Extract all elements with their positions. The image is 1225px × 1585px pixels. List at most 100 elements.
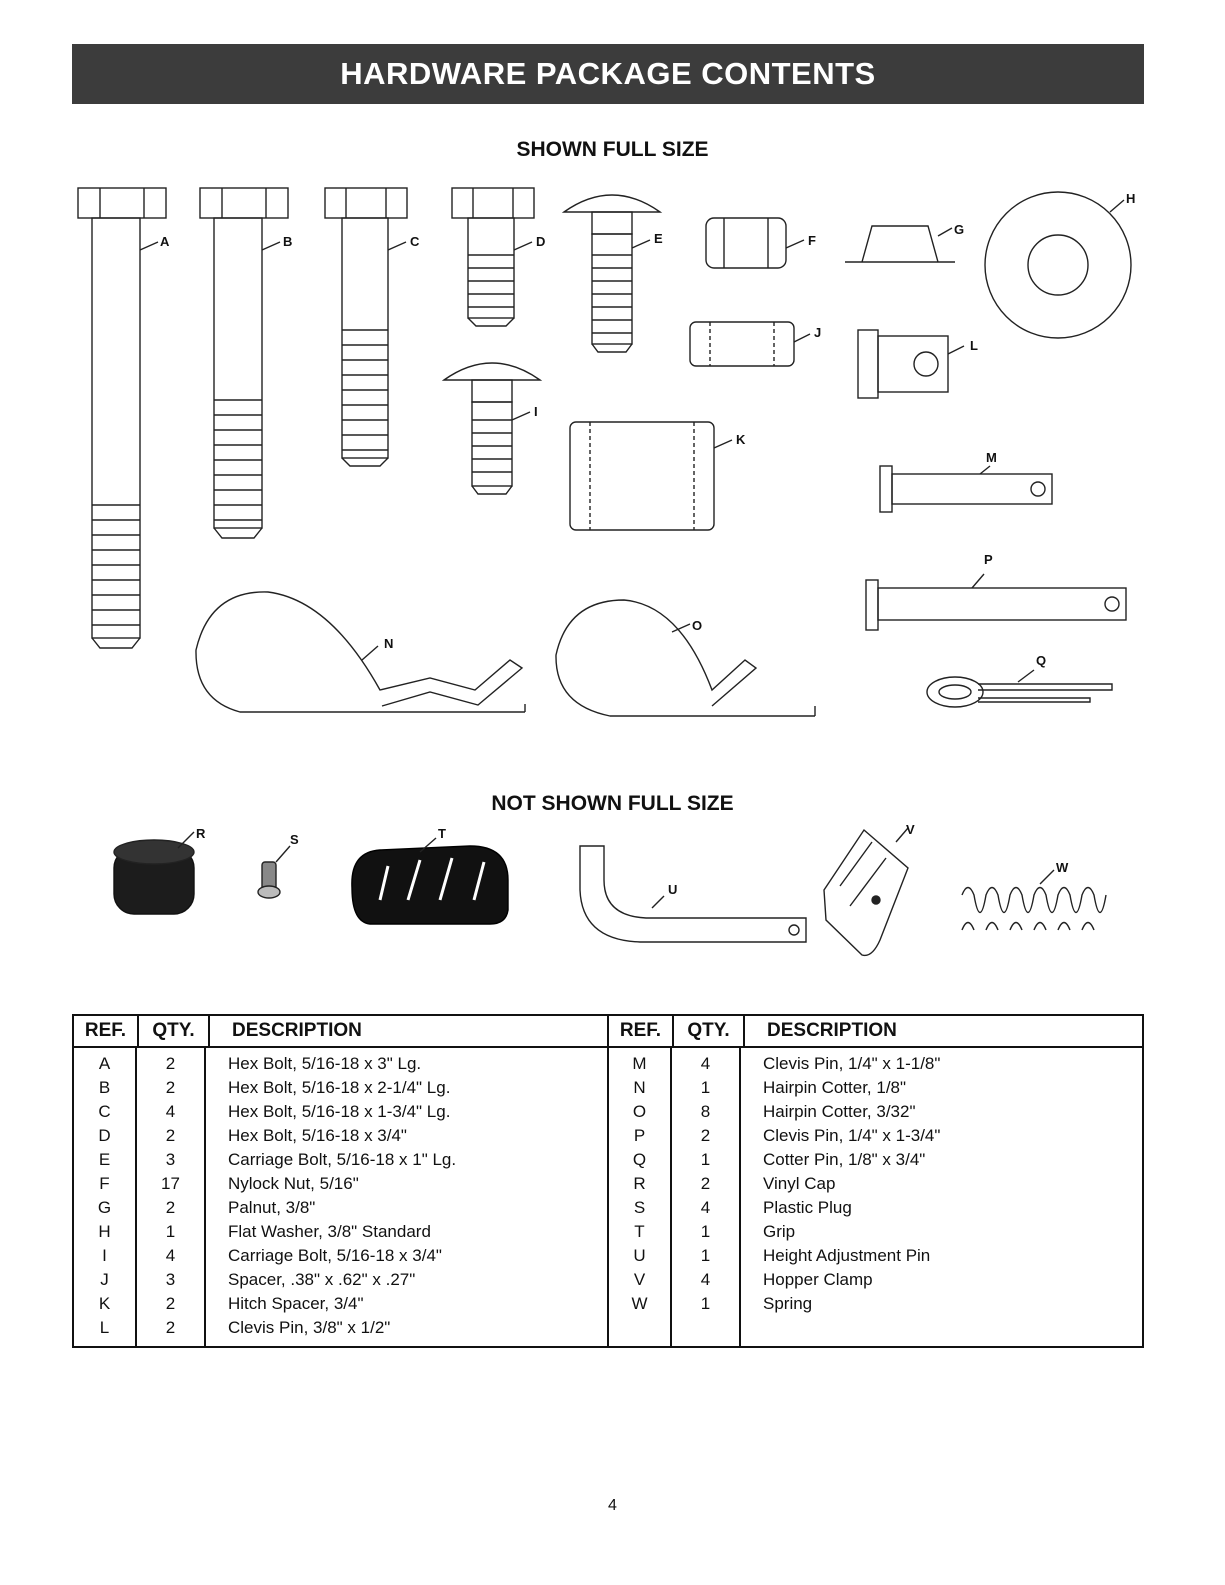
table-cell-qty: 4 (700, 1054, 711, 1073)
table-cell-description: Carriage Bolt, 5/16-18 x 3/4" (228, 1246, 442, 1265)
hex-bolt-d-drawing (451, 187, 535, 327)
carriage-bolt-e-drawing (561, 194, 663, 353)
table-cell-ref: T (634, 1222, 645, 1241)
label-o: O (692, 618, 703, 633)
label-j: J (814, 325, 822, 340)
table-cell-ref: S (633, 1198, 646, 1217)
label-l: L (970, 338, 978, 353)
table-cell-ref: A (98, 1054, 111, 1073)
clevis-pin-m-drawing (879, 465, 1053, 513)
table-cell-ref: U (633, 1246, 646, 1265)
label-a: A (160, 234, 170, 249)
table-cell-ref: F (99, 1174, 110, 1193)
table-cell-qty: 4 (700, 1198, 711, 1217)
flat-washer-h-drawing (984, 191, 1132, 339)
header-description: DESCRIPTION (767, 1020, 897, 1041)
label-d: D (536, 234, 546, 249)
table-cell-description: Hitch Spacer, 3/4" (228, 1294, 364, 1313)
table-cell-ref: J (100, 1270, 109, 1289)
label-c: C (410, 234, 420, 249)
table-cell-qty: 1 (700, 1150, 711, 1169)
table-header-left: REF. QTY. DESCRIPTION (74, 1016, 607, 1048)
table-cell-ref: D (98, 1126, 111, 1145)
hardware-illustrations (77, 187, 1132, 957)
table-cell-qty: 17 (161, 1174, 180, 1193)
vinyl-cap-r-drawing (113, 831, 195, 915)
table-cell-description: Spring (763, 1294, 813, 1313)
table-cell-ref: N (633, 1078, 646, 1097)
table-cell-qty: 1 (700, 1294, 711, 1313)
table-cell-ref: E (98, 1150, 111, 1169)
table-cell-ref: W (631, 1294, 648, 1313)
label-b: B (283, 234, 293, 249)
table-cell-description: Height Adjustment Pin (763, 1246, 931, 1265)
table-cell-qty: 1 (700, 1246, 711, 1265)
header-qty: QTY. (139, 1016, 210, 1046)
label-w: W (1056, 860, 1069, 875)
page-number: 4 (608, 1497, 617, 1514)
table-cell-description: Flat Washer, 3/8" Standard (228, 1222, 431, 1241)
table-cell-qty: 8 (700, 1102, 711, 1121)
height-adjustment-pin-u-drawing (579, 845, 807, 943)
ref-column-left: A B C D E F G H I J K L (74, 1048, 137, 1346)
carriage-bolt-i-drawing (441, 362, 543, 495)
label-e: E (654, 231, 663, 246)
qty-column-right: 4 1 8 2 1 2 4 1 1 4 1 (672, 1048, 741, 1346)
header-ref: REF. (74, 1016, 139, 1046)
table-cell-ref: I (102, 1246, 107, 1265)
page-title: HARDWARE PACKAGE CONTENTS (340, 56, 876, 91)
table-cell-description: Nylock Nut, 5/16" (228, 1174, 359, 1193)
grip-t-drawing (351, 837, 509, 925)
ref-column-right: M N O P Q R S T U V W (609, 1048, 672, 1346)
spacer-j-drawing (689, 321, 811, 367)
label-s: S (290, 832, 299, 847)
table-cell-qty: 2 (165, 1318, 176, 1337)
table-cell-description: Clevis Pin, 3/8" x 1/2" (228, 1318, 391, 1337)
table-cell-ref: K (98, 1294, 111, 1313)
table-header-right: REF. QTY. DESCRIPTION (609, 1016, 1142, 1048)
label-h: H (1126, 191, 1136, 206)
table-cell-qty: 3 (165, 1270, 176, 1289)
table-cell-description: Cotter Pin, 1/8" x 3/4" (763, 1150, 926, 1169)
clevis-pin-p-drawing (865, 573, 1127, 631)
label-v: V (906, 822, 915, 837)
label-g: G (954, 222, 965, 237)
table-cell-description: Grip (763, 1222, 796, 1241)
hex-bolt-c-drawing (324, 187, 408, 467)
table-cell-qty: 2 (165, 1126, 176, 1145)
section-heading-not-full-size: NOT SHOWN FULL SIZE (491, 792, 734, 815)
table-cell-qty: 4 (165, 1102, 176, 1121)
table-cell-description: Spacer, .38" x .62" x .27" (228, 1270, 416, 1289)
table-cell-description: Hex Bolt, 5/16-18 x 3/4" (228, 1126, 407, 1145)
table-cell-description: Clevis Pin, 1/4" x 1-1/8" (763, 1054, 941, 1073)
table-cell-description: Hairpin Cotter, 1/8" (763, 1078, 907, 1097)
label-m: M (986, 450, 997, 465)
parts-table-right: REF. QTY. DESCRIPTION M N O P Q R S T U … (607, 1016, 1142, 1346)
table-cell-ref: P (633, 1126, 646, 1145)
table-cell-qty: 2 (165, 1054, 176, 1073)
description-column-right: Clevis Pin, 1/4" x 1-1/8" Hairpin Cotter… (741, 1048, 1142, 1346)
label-p: P (984, 552, 993, 567)
table-cell-ref: G (97, 1198, 112, 1217)
table-cell-ref: H (98, 1222, 111, 1241)
hex-bolt-b-drawing (199, 187, 289, 539)
hairpin-cotter-n-drawing (195, 591, 526, 713)
table-cell-qty: 3 (165, 1150, 176, 1169)
label-f: F (808, 233, 816, 248)
palnut-g-drawing (845, 225, 955, 263)
parts-table: REF. QTY. DESCRIPTION A B C D E F G H I … (72, 1014, 1144, 1348)
table-cell-qty: 2 (165, 1198, 176, 1217)
hairpin-cotter-o-drawing (555, 599, 816, 717)
table-cell-qty: 4 (165, 1246, 176, 1265)
label-r: R (196, 826, 206, 841)
table-cell-ref: O (632, 1102, 647, 1121)
hex-bolt-a-drawing (77, 187, 167, 649)
title-banner: HARDWARE PACKAGE CONTENTS (72, 44, 1144, 104)
table-cell-description: Hex Bolt, 5/16-18 x 2-1/4" Lg. (228, 1078, 451, 1097)
hopper-clamp-v-drawing (823, 827, 909, 957)
spring-w-drawing (961, 869, 1107, 931)
table-cell-description: Clevis Pin, 1/4" x 1-3/4" (763, 1126, 941, 1145)
clevis-pin-l-drawing (857, 329, 965, 399)
section-heading-full-size: SHOWN FULL SIZE (516, 138, 709, 161)
cotter-pin-q-drawing (926, 669, 1113, 708)
